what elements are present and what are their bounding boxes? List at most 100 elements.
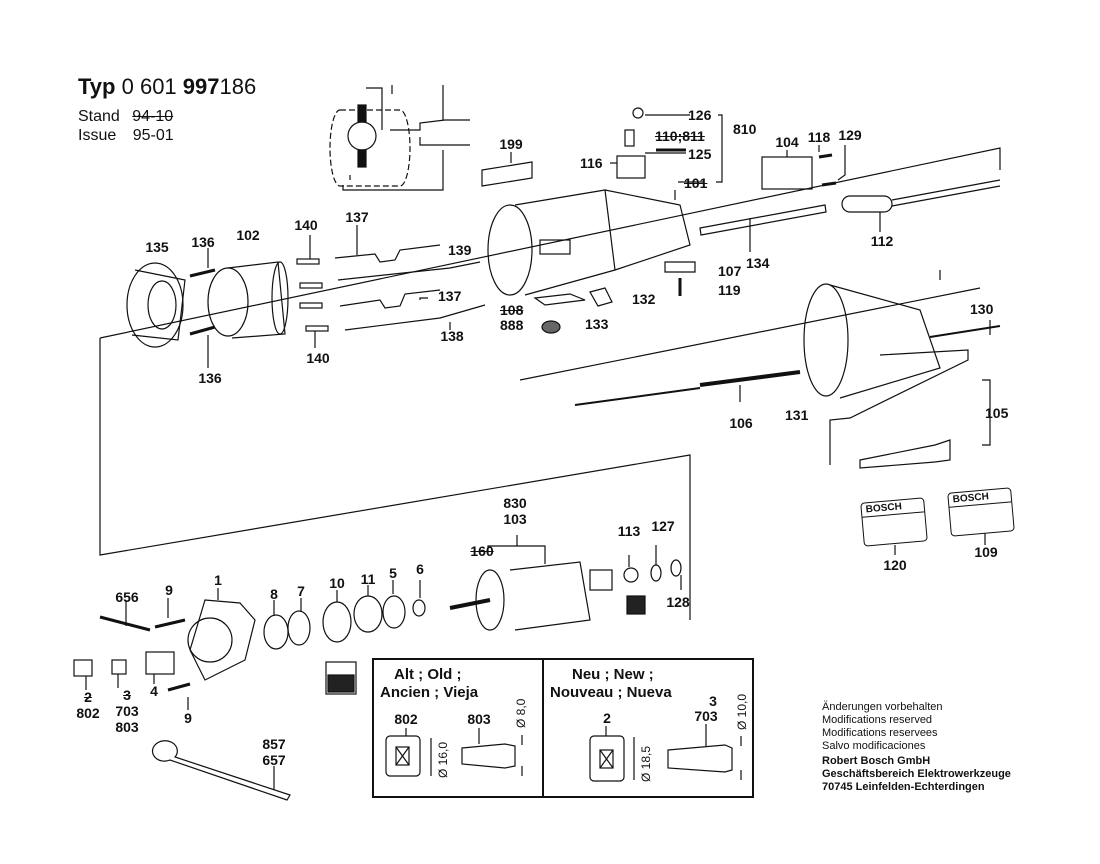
label-139: 139 <box>448 242 472 258</box>
company-address: 70745 Leinfelden-Echterdingen <box>822 781 985 793</box>
wiring-diagram <box>329 85 470 191</box>
label-803: 803 <box>115 719 139 735</box>
typ-label: Typ <box>78 74 116 99</box>
label-135: 135 <box>145 239 169 255</box>
bearing-stack <box>263 580 426 695</box>
label-113: 113 <box>617 523 641 539</box>
label-106: 106 <box>729 415 753 431</box>
label-3: 3 <box>123 687 131 703</box>
note-de: Änderungen vorbehalten <box>822 701 943 713</box>
motor-housing <box>487 189 691 334</box>
label-125: 125 <box>688 146 712 162</box>
label-103: 103 <box>503 511 527 527</box>
group-outline-lines <box>99 147 1001 620</box>
switch-assembly <box>610 107 827 296</box>
label-126: 126 <box>688 107 712 123</box>
label-888: 888 <box>500 317 524 333</box>
label-137-bottom: 137 <box>438 288 462 304</box>
label-130: 130 <box>970 301 994 317</box>
label-132: 132 <box>632 291 656 307</box>
label-131: 131 <box>785 407 809 423</box>
label-199: 199 <box>499 136 523 152</box>
new-collet-label-b: 703 <box>694 708 718 724</box>
cord-105 <box>829 349 991 469</box>
label-101: 101 <box>684 175 708 191</box>
label-107: 107 <box>718 263 742 279</box>
front-housing-1 <box>73 588 256 710</box>
label-140-bottom: 140 <box>306 350 330 366</box>
label-105: 105 <box>985 405 1009 421</box>
label-129: 129 <box>838 127 862 143</box>
label-802: 802 <box>76 705 100 721</box>
new-nut-diameter: Ø 18,5 <box>639 745 653 782</box>
stator-102 <box>207 261 289 339</box>
label-11: 11 <box>360 571 376 587</box>
issue-line: Issue 95-01 <box>78 127 174 145</box>
label-127: 127 <box>651 518 675 534</box>
type-number: Typ 0 601 997186 <box>78 74 256 100</box>
rod-134 <box>699 204 827 236</box>
stand-line: Stand 94-10 <box>78 108 173 126</box>
label-7: 7 <box>297 583 305 599</box>
new-collet-diameter: Ø 10,0 <box>735 693 749 730</box>
label-116: 116 <box>580 155 603 171</box>
label-9-top: 9 <box>165 582 173 598</box>
label-160: 160 <box>470 543 494 559</box>
capacitor-112 <box>841 179 1001 232</box>
label-4: 4 <box>150 683 158 699</box>
stand-label: Stand <box>78 108 120 125</box>
label-133: 133 <box>585 316 609 332</box>
label-119: 119 <box>718 282 741 298</box>
part-199-plate <box>481 161 533 187</box>
label-2: 2 <box>84 689 92 705</box>
label-1: 1 <box>214 572 222 588</box>
issue-value: 95-01 <box>132 127 174 144</box>
new-title-line1: Neu ; New ; <box>572 666 654 683</box>
brush-springs <box>296 225 486 348</box>
note-es: Salvo modificaciones <box>822 740 926 752</box>
label-656: 656 <box>115 589 139 605</box>
old-title-line2: Ancien ; Vieja <box>380 684 479 701</box>
label-8: 8 <box>270 586 278 602</box>
label-110-811: 110;811 <box>655 128 705 144</box>
note-en: Modifications reserved <box>822 714 933 726</box>
table-divider <box>542 658 544 798</box>
terminal-block-104 <box>761 145 846 190</box>
new-title-line2: Nouveau ; Nueva <box>550 684 672 701</box>
screws-136 <box>189 248 216 368</box>
label-112: 112 <box>870 233 894 249</box>
old-collet-diameter: Ø 8,0 <box>514 698 528 728</box>
label-120: 120 <box>883 557 907 573</box>
label-134: 134 <box>746 255 770 271</box>
new-collet-label-a: 3 <box>709 693 717 709</box>
label-104: 104 <box>775 134 799 150</box>
handle-131 <box>803 283 1001 399</box>
typ-prefix: 0 601 <box>121 74 177 99</box>
company-name: Robert Bosch GmbH <box>822 755 931 767</box>
label-102: 102 <box>236 227 260 243</box>
label-657: 657 <box>262 752 286 768</box>
label-140-top: 140 <box>294 217 318 233</box>
label-5: 5 <box>389 565 397 581</box>
typ-bold: 997 <box>182 74 220 99</box>
cable-106 <box>574 370 801 406</box>
label-9-bottom: 9 <box>184 710 192 726</box>
label-118: 118 <box>807 129 831 145</box>
old-nut-diameter: Ø 16,0 <box>436 741 450 778</box>
label-810: 810 <box>733 121 757 137</box>
label-830: 830 <box>503 495 527 511</box>
nameplate-120: BOSCH <box>860 497 928 547</box>
fan-135 <box>126 262 186 348</box>
nameplate-brand: BOSCH <box>861 498 925 518</box>
nameplate-brand: BOSCH <box>948 488 1012 508</box>
issue-label: Issue <box>78 127 117 144</box>
wrench-657 <box>151 740 291 801</box>
label-136-top: 136 <box>191 234 215 250</box>
collet-table-art <box>385 724 742 782</box>
label-108: 108 <box>500 302 524 318</box>
label-703: 703 <box>115 703 139 719</box>
note-fr: Modifications reservees <box>822 727 938 739</box>
label-6: 6 <box>416 561 424 577</box>
label-109: 109 <box>974 544 998 560</box>
old-nut-label: 802 <box>394 711 418 727</box>
